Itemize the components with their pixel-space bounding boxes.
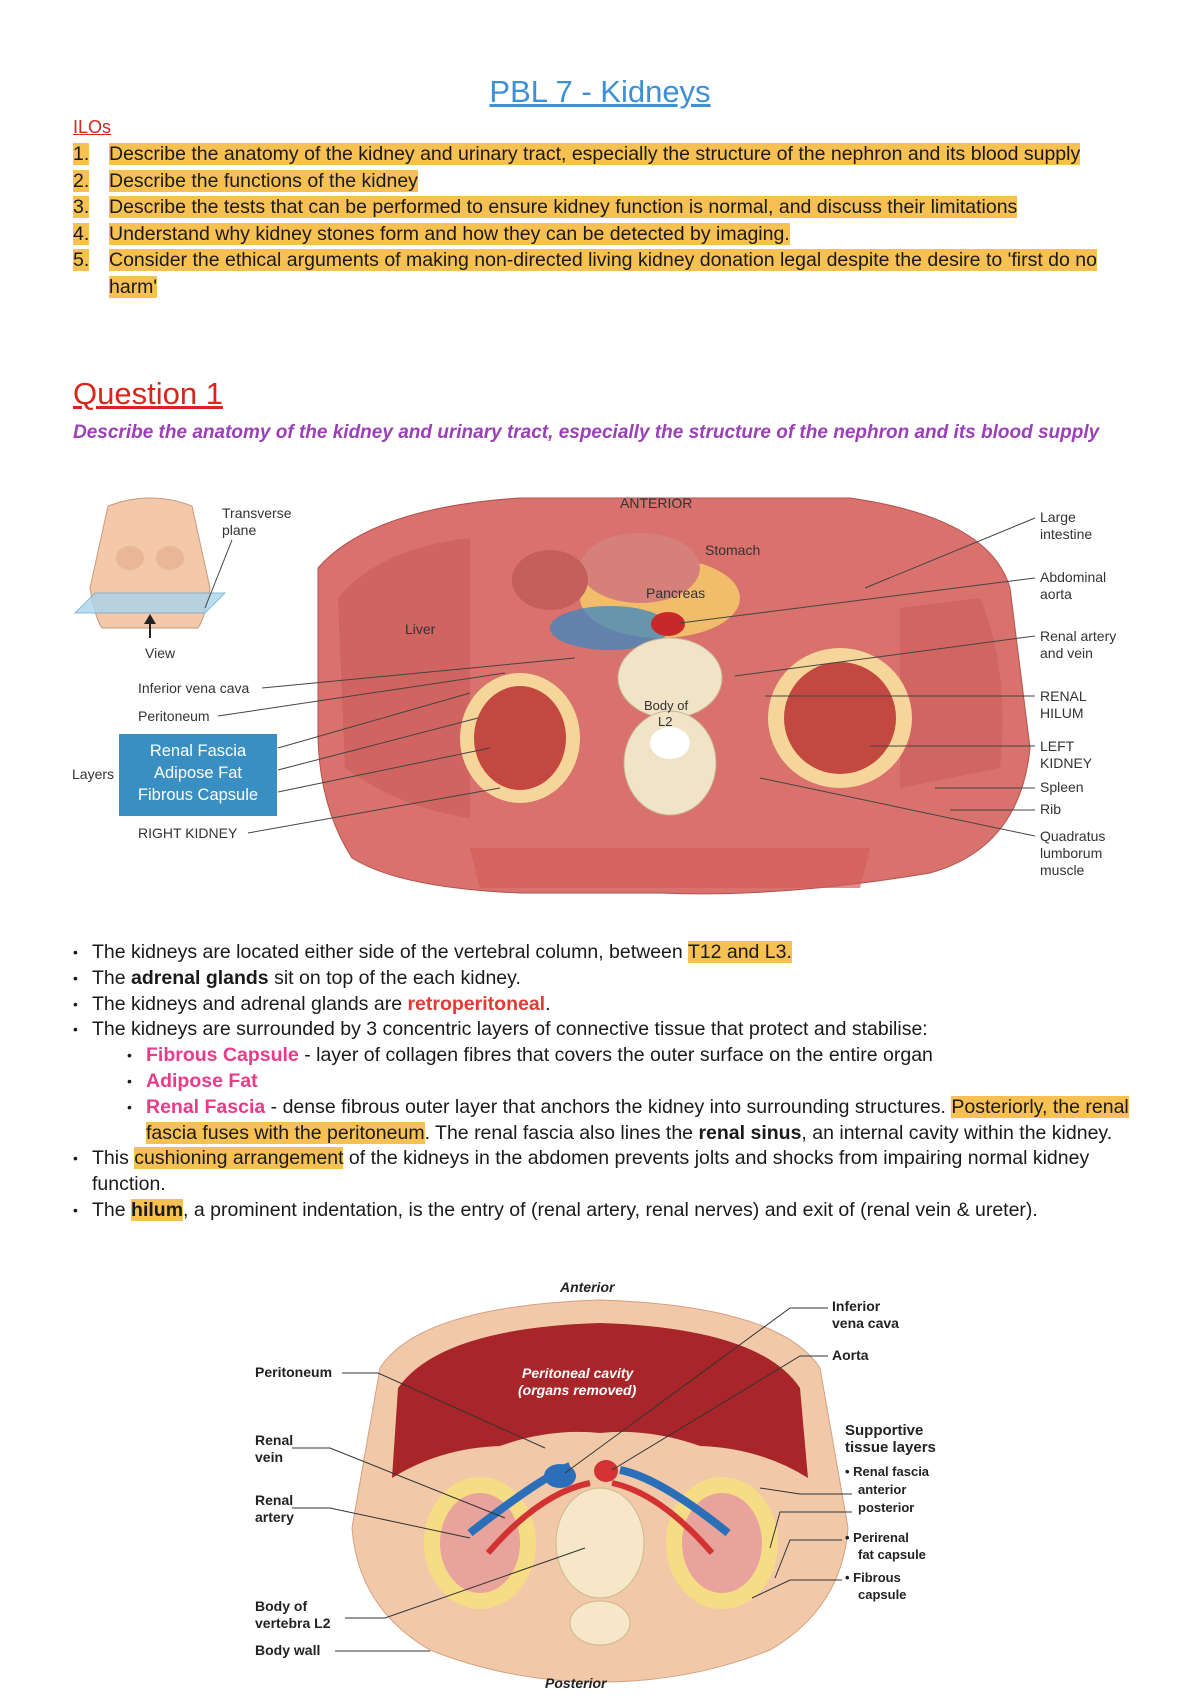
bullet-item: The kidneys are surrounded by 3 concentr… [73,1017,1148,1043]
body-vertebra-label: vertebra L2 [255,1615,331,1631]
pancreas-label: Pancreas [646,585,705,601]
page-title: PBL 7 - Kidneys [489,74,711,109]
left-kidney-label: LEFT [1040,738,1075,754]
cross-section-illustration [317,497,1031,895]
right-kidney-label: RIGHT KIDNEY [138,825,238,841]
large-intestine-label: intestine [1040,526,1092,542]
anterior-label: ANTERIOR [620,495,692,511]
abdominal-aorta-label: aorta [1040,586,1072,602]
ilo-text: Understand why kidney stones form and ho… [109,222,790,245]
anterior-label-2: Anterior [559,1279,616,1295]
ilo-item: 2. Describe the functions of the kidney [73,168,1133,195]
ilo-number: 5. [73,249,90,271]
ivc-label-2: Inferior [832,1298,881,1314]
renal-artery-label: Renal [255,1492,293,1508]
large-intestine-label: Large [1040,509,1076,525]
renal-hilum-label: HILUM [1040,705,1084,721]
sub-bullet-item: Renal Fascia - dense fibrous outer layer… [73,1095,1148,1147]
question-1-subtitle: Describe the anatomy of the kidney and u… [73,422,1100,443]
bullet-item: This cushioning arrangement of the kidne… [73,1146,1148,1198]
bullet-item: The adrenal glands sit on top of the eac… [73,966,1148,992]
aorta-label: Aorta [832,1347,869,1363]
ilo-item: 4. Understand why kidney stones form and … [73,221,1133,248]
transverse-plane-label: plane [222,522,256,538]
layers-label: Layers [72,766,114,782]
ilo-text: Describe the functions of the kidney [109,169,418,192]
quadratus-label: Quadratus [1040,828,1105,844]
renal-artery-label: artery [255,1509,294,1525]
ilo-item: 1. Describe the anatomy of the kidney and… [73,141,1133,168]
ivc-label-2: vena cava [832,1315,899,1331]
ilo-number: 2. [73,169,90,192]
stomach-label: Stomach [705,542,760,558]
bullet-item: The hilum, a prominent indentation, is t… [73,1198,1148,1224]
layer-fibrous-capsule: Fibrous Capsule [137,786,259,804]
left-kidney-label: KIDNEY [1040,755,1093,771]
fibrous-capsule-label: capsule [858,1587,906,1602]
quadratus-label: muscle [1040,862,1085,878]
cross-section-illustration-2 [351,1299,849,1683]
ilos-heading: ILOs [73,117,112,137]
layers-callout-box: Renal Fascia Adipose Fat Fibrous Capsule [119,734,277,816]
rib-label: Rib [1040,801,1061,817]
renal-artery-vein-label: Renal artery [1040,628,1116,644]
sub-bullet-item: Adipose Fat [73,1069,1148,1095]
supportive-tissue-heading: Supportive [845,1422,923,1439]
ilo-text: Describe the tests that can be performed… [109,196,1018,218]
perirenal-fat-label: fat capsule [858,1547,926,1562]
renal-fascia-posterior-label: posterior [858,1500,914,1515]
body-l2-label: L2 [658,714,672,729]
transverse-plane-label: Transverse [222,505,292,521]
anatomy-bullet-list: The kidneys are located either side of t… [73,940,1148,1224]
perirenal-fat-label: • Perirenal [845,1530,909,1545]
bullet-item: The kidneys and adrenal glands are retro… [73,992,1148,1018]
ilo-text: Describe the anatomy of the kidney and u… [109,143,1081,165]
liver-label: Liver [405,621,436,637]
ilo-number: 4. [73,222,90,245]
question-1-heading: Question 1 [73,376,223,411]
ilo-item: 5. Consider the ethical arguments of maki… [73,247,1133,300]
body-wall-label: Body wall [255,1642,320,1658]
renal-vein-label: Renal [255,1432,293,1448]
abdominal-aorta-label: Abdominal [1040,569,1106,585]
supportive-tissue-heading: tissue layers [845,1439,936,1456]
renal-fascia-label: • Renal fascia [845,1464,930,1479]
renal-fascia-anterior-label: anterior [858,1482,906,1497]
spleen-label: Spleen [1040,779,1084,795]
ilo-text: Consider the ethical arguments of making… [109,249,1097,298]
supportive-tissue-figure: Anterior Peritoneal cavity (organs remov… [255,1279,936,1691]
ilos-list: 1. Describe the anatomy of the kidney and… [73,141,1133,300]
torso-thumbnail [73,497,227,638]
body-l2-label: Body of [644,698,688,713]
renal-vein-label: vein [255,1449,283,1465]
ivc-label: Inferior vena cava [138,680,249,696]
posterior-label: Posterior [545,1675,608,1691]
body-vertebra-label: Body of [255,1598,307,1614]
sub-bullet-item: Fibrous Capsule - layer of collagen fibr… [73,1043,1148,1069]
layer-renal-fascia: Renal Fascia [149,742,247,760]
peritoneal-cavity-label: (organs removed) [518,1382,637,1398]
bullet-item: The kidneys are located either side of t… [73,940,1148,966]
transverse-section-figure: Transverse plane View ANTERIOR Stomach P… [72,495,1116,895]
peritoneal-cavity-label: Peritoneal cavity [522,1365,634,1381]
fibrous-capsule-label: • Fibrous [845,1570,901,1585]
quadratus-label: lumborum [1040,845,1102,861]
ilo-item: 3. Describe the tests that can be perform… [73,194,1133,221]
view-label: View [145,645,176,661]
ilo-number: 3. [73,196,90,218]
renal-hilum-label: RENAL [1040,688,1087,704]
ilo-number: 1. [73,143,90,165]
renal-artery-vein-label: and vein [1040,645,1093,661]
peritoneum-label-2: Peritoneum [255,1364,332,1380]
peritoneum-label: Peritoneum [138,708,210,724]
layer-adipose-fat: Adipose Fat [153,764,243,782]
